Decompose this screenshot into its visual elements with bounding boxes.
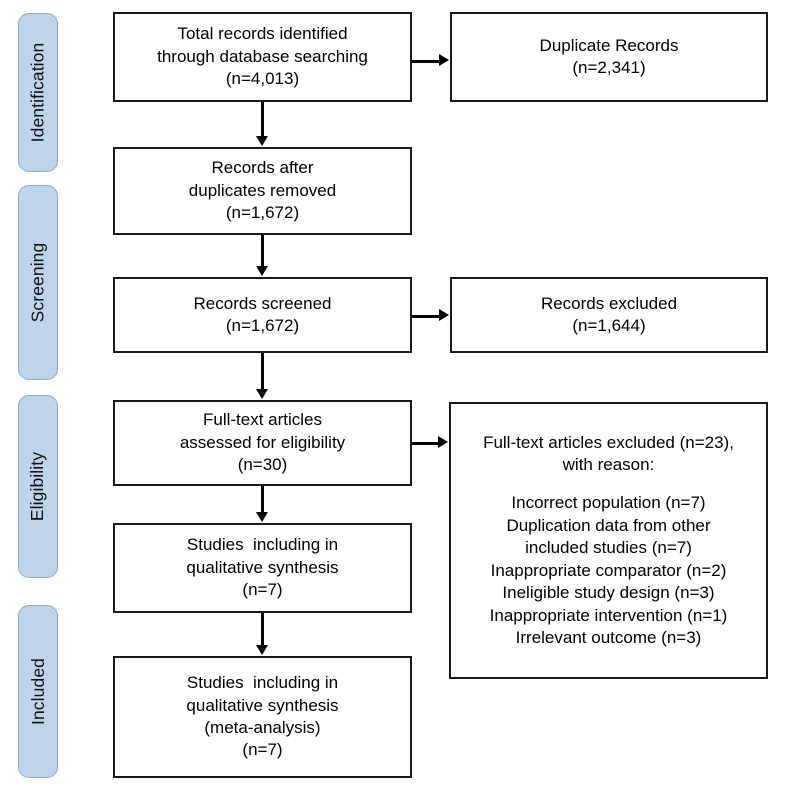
arrow-right-icon	[439, 309, 449, 321]
box-line: Studies including in	[186, 673, 339, 693]
exclusion-reason-line: included studies (n=7)	[525, 538, 692, 558]
arrow-right-icon	[439, 54, 449, 66]
connector-fulltext-to-excluded	[412, 442, 439, 445]
arrow-right-icon	[438, 436, 448, 448]
box-line: (n=1,644)	[572, 316, 646, 335]
connector-identified-to-duplicates	[412, 60, 440, 63]
exclusion-reason-line: Incorrect population (n=7)	[511, 493, 706, 513]
phase-pill-eligibility: Eligibility	[18, 395, 58, 578]
box-line: (meta-analysis)	[204, 718, 321, 737]
box-fulltext-assessed: Full-text articles assessed for eligibil…	[113, 400, 412, 486]
box-line: Duplicate Records	[539, 35, 679, 55]
connector-screened-to-excluded	[412, 315, 440, 318]
box-records-excluded: Records excluded (n=1,644)	[450, 277, 768, 353]
box-line: qualitative synthesis	[186, 695, 339, 715]
exclusion-reason-line: Inappropriate comparator (n=2)	[490, 560, 727, 580]
arrow-down-icon	[256, 136, 268, 146]
exclusion-reason-line: Ineligible study design (n=3)	[502, 583, 715, 603]
box-line: (n=7)	[242, 740, 283, 760]
box-line: qualitative synthesis	[186, 557, 339, 577]
box-line: (n=1,672)	[225, 316, 300, 335]
exclusion-reason-line: Duplication data from other	[506, 515, 711, 535]
phase-pill-screening: Screening	[18, 185, 58, 380]
phase-label-included: Included	[27, 658, 48, 725]
box-line: Studies including in	[186, 535, 339, 555]
box-line: (n=1,672)	[225, 203, 300, 223]
box-duplicate-records: Duplicate Records (n=2,341)	[450, 12, 768, 102]
connector-qualitative-to-meta	[261, 613, 264, 646]
box-records-after-duplicates: Records after duplicates removed (n=1,67…	[113, 147, 412, 235]
arrow-down-icon	[256, 266, 268, 276]
box-line: (n=7)	[242, 580, 283, 600]
box-line: duplicates removed	[188, 180, 337, 200]
box-line: Records excluded	[540, 293, 678, 313]
box-line: (n=2,341)	[572, 58, 646, 77]
box-line: assessed for eligibility	[179, 432, 346, 452]
box-studies-meta-analysis: Studies including in qualitative synthes…	[113, 656, 412, 778]
box-line: Records after	[211, 158, 314, 178]
box-line: Full-text articles	[202, 410, 323, 430]
arrow-down-icon	[256, 512, 268, 522]
phase-label-screening: Screening	[27, 242, 48, 323]
phase-label-eligibility: Eligibility	[27, 451, 48, 522]
box-line: with reason:	[562, 454, 655, 474]
connector-screened-to-fulltext	[261, 353, 264, 390]
connector-dedup-to-screened	[261, 235, 264, 267]
exclusion-reason-line: Inappropriate intervention (n=1)	[489, 605, 728, 625]
box-line: (n=30)	[237, 455, 288, 475]
phase-label-identification: Identification	[27, 42, 48, 143]
box-records-identified: Total records identified through databas…	[113, 12, 412, 102]
phase-pill-included: Included	[18, 605, 58, 778]
box-studies-qualitative: Studies including in qualitative synthes…	[113, 523, 412, 613]
box-line: (n=4,013)	[225, 69, 300, 89]
box-line: Total records identified	[177, 24, 348, 44]
box-fulltext-excluded: Full-text articles excluded (n=23), with…	[449, 402, 768, 679]
box-line: Full-text articles excluded (n=23),	[483, 432, 734, 452]
connector-identified-to-dedup	[261, 102, 264, 137]
arrow-down-icon	[256, 389, 268, 399]
arrow-down-icon	[256, 645, 268, 655]
box-line: Records screened	[193, 293, 332, 313]
phase-pill-identification: Identification	[18, 13, 58, 172]
box-line: through database searching	[157, 46, 368, 66]
box-records-screened: Records screened (n=1,672)	[113, 277, 412, 353]
connector-fulltext-to-qualitative	[261, 486, 264, 513]
exclusion-reason-line: Irrelevant outcome (n=3)	[515, 628, 702, 648]
